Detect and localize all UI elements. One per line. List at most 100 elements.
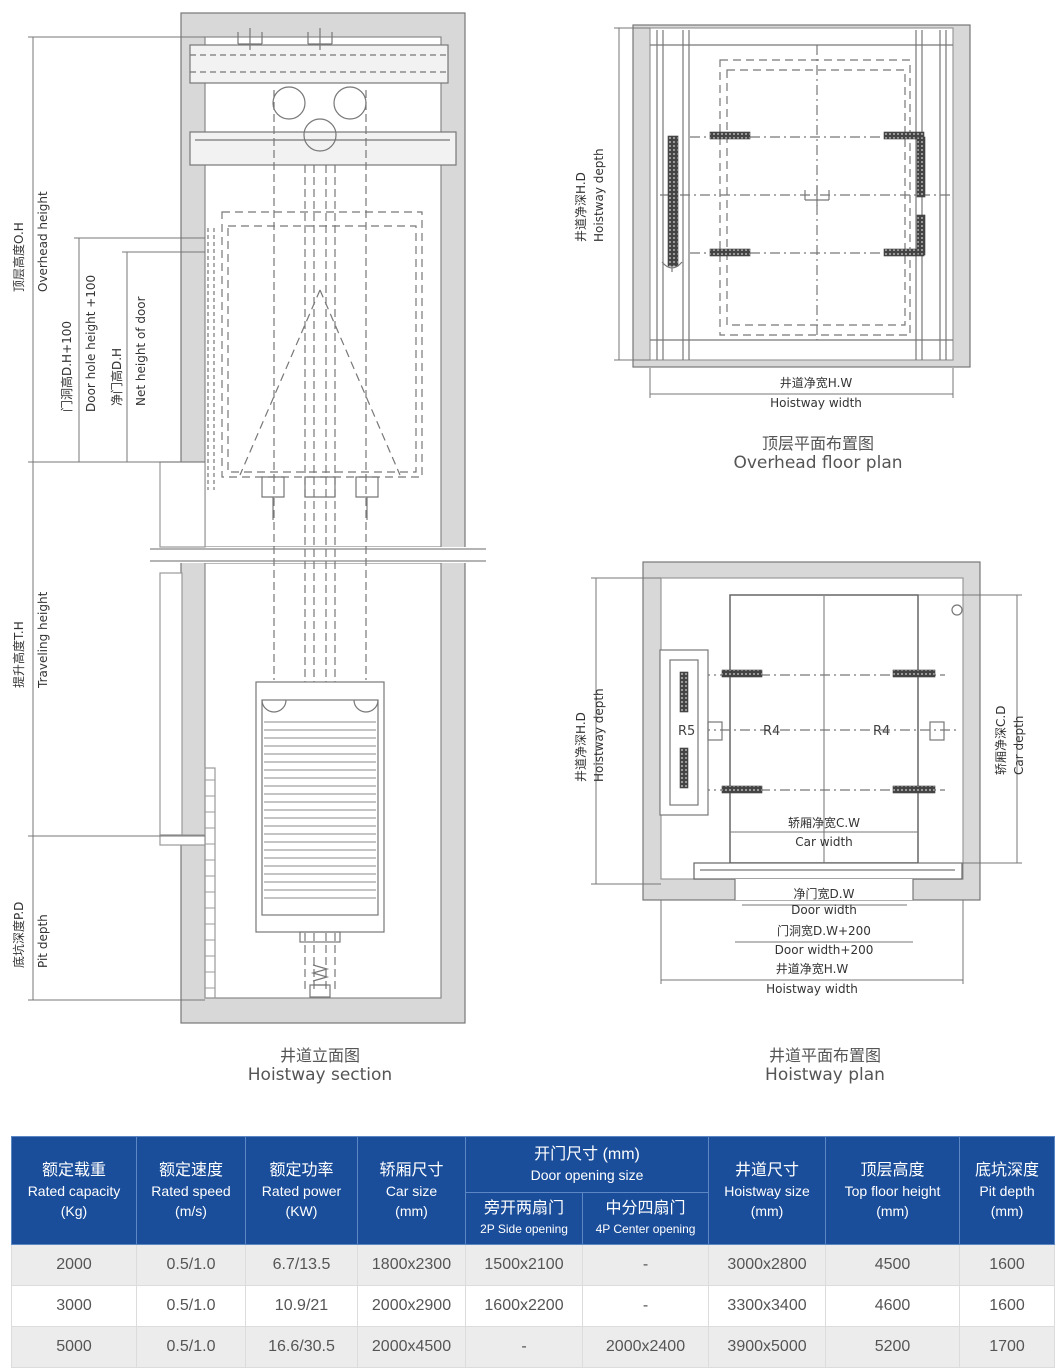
table-cell: 1700 <box>959 1326 1056 1368</box>
overhead-hoistway-width-en: Hoistway width <box>770 396 862 410</box>
door-width-zh: 净门宽D.W <box>793 887 855 901</box>
table-cell: 0.5/1.0 <box>136 1285 246 1327</box>
plan-hoistway-depth-en: Hoistway depth <box>592 688 606 782</box>
net-door-height-zh: 净门高D.H <box>110 347 124 406</box>
table-row: 5000 0.5/1.0 16.6/30.5 2000x4500 - 2000x… <box>11 1326 1056 1368</box>
technical-drawings: R5 R4 R4 <box>28 12 1022 1024</box>
door-hole-height-label: 门洞高D.H+100 Door hole height +100 <box>60 275 98 412</box>
car-width-en: Car width <box>795 835 853 849</box>
overhead-floor-plan-caption-en: Overhead floor plan <box>733 453 903 474</box>
table-row: 3000 0.5/1.0 10.9/21 2000x2900 1600x2200… <box>11 1285 1056 1327</box>
overhead-guide-shoes <box>667 131 926 267</box>
hoistway-plan-drawing <box>642 561 981 901</box>
door-opening-width-en: Door width+200 <box>774 943 874 957</box>
plan-hoistway-width-en: Hoistway width <box>766 982 858 996</box>
table-cell: 5200 <box>825 1326 961 1368</box>
door-width-en: Door width <box>791 903 857 917</box>
header-door-opening-size: 开门尺寸 (mm)Door opening size <box>464 1136 710 1193</box>
plan-hoistway-depth-label: 井道净深H.D Hoistway depth <box>574 688 606 782</box>
hoistway-plan-caption: 井道平面布置图 Hoistway plan <box>715 1046 935 1086</box>
table-cell: 3900x5000 <box>708 1326 827 1368</box>
table-cell: - <box>581 1285 710 1327</box>
door-width-label: 净门宽D.W Door width <box>724 886 924 918</box>
overhead-floor-plan-caption-zh: 顶层平面布置图 <box>761 434 874 453</box>
counterweight-slats <box>264 721 376 899</box>
table-cell: 1800x2300 <box>357 1244 466 1286</box>
hoistway-plan-dimension-lines <box>591 577 1022 984</box>
traveling-height-zh: 提升高度T.H <box>12 621 26 688</box>
overhead-hoistway-depth-zh: 井道净深H.D <box>574 172 588 242</box>
car-width-label: 轿厢净宽C.W Car width <box>724 815 924 850</box>
plan-hoistway-width-zh: 井道净宽H.W <box>775 962 849 976</box>
pit-depth-zh: 底坑深度P.D <box>12 901 26 968</box>
overhead-height-en: Overhead height <box>36 191 50 292</box>
traveling-height-label: 提升高度T.H Traveling height <box>12 592 50 688</box>
table-cell: 0.5/1.0 <box>136 1326 246 1368</box>
table-cell: 4500 <box>825 1244 961 1286</box>
table-cell: 1600 <box>959 1244 1056 1286</box>
table-cell: 2000x2900 <box>357 1285 466 1327</box>
hoistway-plan-caption-en: Hoistway plan <box>765 1065 885 1086</box>
overhead-floor-plan-caption: 顶层平面布置图 Overhead floor plan <box>708 434 928 474</box>
table-cell: 3000 <box>11 1285 137 1327</box>
table-cell: 1600x2200 <box>465 1285 583 1327</box>
table-cell: 3000x2800 <box>708 1244 827 1286</box>
pit-depth-label: 底坑深度P.D Pit depth <box>12 902 50 968</box>
table-cell: 2000 <box>11 1244 137 1286</box>
table-cell: - <box>465 1326 583 1368</box>
car-width-zh: 轿厢净宽C.W <box>787 816 861 830</box>
table-cell: 1500x2100 <box>465 1244 583 1286</box>
traveling-height-en: Traveling height <box>36 591 50 688</box>
overhead-floor-plan-drawing <box>632 24 971 368</box>
rail-label-r4-right: R4 <box>873 724 890 739</box>
table-cell: 2000x4500 <box>357 1326 466 1368</box>
door-opening-width-label: 门洞宽D.W+200 Door width+200 <box>724 923 924 958</box>
overhead-plan-dimension-lines <box>614 27 954 398</box>
hoistway-section-drawing <box>150 12 486 1024</box>
hoistway-plan-guide-shoes <box>679 669 936 794</box>
section-dimension-lines <box>28 36 205 1001</box>
net-door-height-label: 净门高D.H Net height of door <box>110 296 148 406</box>
plan-hoistway-width-label: 井道净宽H.W Hoistway width <box>712 961 912 997</box>
hoistway-section-caption: 井道立面图 Hoistway section <box>220 1046 420 1086</box>
car-depth-en: Car depth <box>1012 715 1026 775</box>
table-cell: 3300x3400 <box>708 1285 827 1327</box>
overhead-hoistway-depth-en: Hoistway depth <box>592 148 606 242</box>
table-cell: 4600 <box>825 1285 961 1327</box>
overhead-hoistway-width-zh: 井道净宽H.W <box>779 376 853 390</box>
table-cell: 2000x2400 <box>581 1326 710 1368</box>
pit-depth-en: Pit depth <box>36 914 50 968</box>
rail-label-r4-left: R4 <box>763 724 780 739</box>
overhead-height-zh: 顶层高度O.H <box>12 222 26 292</box>
hoistway-section-caption-zh: 井道立面图 <box>279 1046 360 1065</box>
door-hole-height-en: Door hole height +100 <box>84 274 98 412</box>
net-door-height-en: Net height of door <box>134 296 148 406</box>
overhead-height-label: 顶层高度O.H Overhead height <box>12 191 50 292</box>
plan-hoistway-depth-zh: 井道净深H.D <box>574 712 588 782</box>
table-cell: 0.5/1.0 <box>136 1244 246 1286</box>
hoistway-section-caption-en: Hoistway section <box>247 1065 393 1086</box>
door-opening-width-zh: 门洞宽D.W+200 <box>777 924 871 938</box>
table-cell: 16.6/30.5 <box>245 1326 358 1368</box>
table-cell: 10.9/21 <box>245 1285 358 1327</box>
car-depth-zh: 轿厢净深C.D <box>994 705 1008 775</box>
overhead-hoistway-width-label: 井道净宽H.W Hoistway width <box>716 375 916 411</box>
table-row: 2000 0.5/1.0 6.7/13.5 1800x2300 1500x210… <box>11 1244 1056 1286</box>
hoistway-plan-caption-zh: 井道平面布置图 <box>768 1046 881 1065</box>
table-cell: 1600 <box>959 1285 1056 1327</box>
table-cell: 6.7/13.5 <box>245 1244 358 1286</box>
pit-ladder <box>205 779 215 989</box>
table-cell: 5000 <box>11 1326 137 1368</box>
rail-label-r5: R5 <box>678 724 695 739</box>
car-depth-label: 轿厢净深C.D Car depth <box>994 706 1026 775</box>
